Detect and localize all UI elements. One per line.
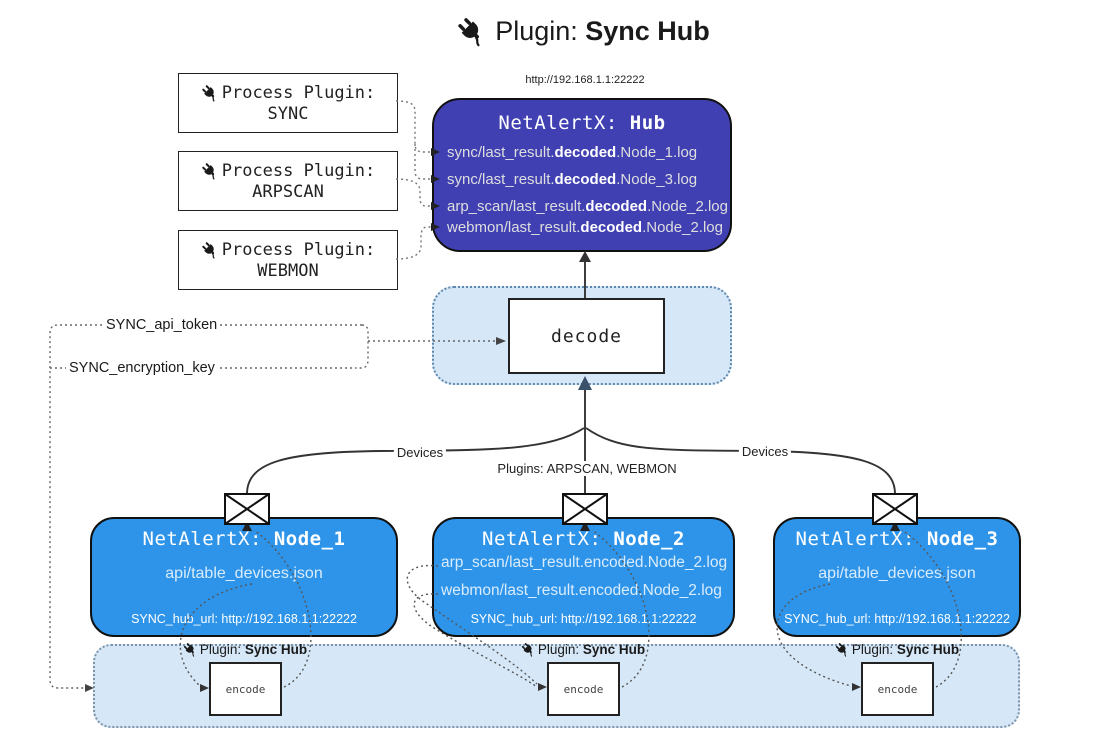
plug-icon [456, 16, 488, 47]
node-title: NetAlertX: Node_3 [795, 528, 999, 550]
process-plugin-sync: Process Plugin: SYNC [178, 73, 398, 133]
plug-icon [200, 83, 219, 102]
process-plugin-name: ARPSCAN [252, 181, 324, 202]
title-bold: Sync Hub [585, 16, 710, 46]
page-title: Plugin: Sync Hub [456, 16, 710, 47]
edge-label-devices-left: Devices [393, 445, 447, 460]
sync-encryption-key-label: SYNC_encryption_key [66, 360, 218, 376]
node-2-box: NetAlertX: Node_2 arp_scan/last_result.e… [432, 517, 735, 637]
hub-log-line: sync/last_result.decoded.Node_1.log [447, 144, 698, 161]
process-plugin-webmon: Process Plugin: WEBMON [178, 230, 398, 290]
edge-label-plugins: Plugins: ARPSCAN, WEBMON [494, 461, 680, 476]
hub-log-line: webmon/last_result.decoded.Node_2.log [447, 219, 723, 236]
plug-icon [182, 642, 198, 657]
hub-url: http://192.168.1.1:22222 [525, 74, 645, 86]
node-line: api/table_devices.json [818, 565, 976, 582]
hub-box: NetAlertX: Hub sync/last_result.decoded.… [432, 98, 732, 252]
node-line: arp_scan/last_result.encoded.Node_2.log [441, 554, 728, 571]
process-plugin-name: SYNC [267, 103, 309, 124]
node-hub-url: SYNC_hub_url: http://192.168.1.1:22222 [131, 612, 357, 626]
node-title: NetAlertX: Node_2 [482, 528, 685, 550]
node-title: NetAlertX: Node_1 [142, 528, 346, 550]
title-text: Plugin: [495, 16, 586, 46]
node-line: webmon/last_result.encoded.Node_2.log [441, 582, 722, 599]
process-plugin-arpscan: Process Plugin: ARPSCAN [178, 151, 398, 211]
plug-icon [200, 161, 219, 180]
process-plugin-label: Process Plugin: [221, 82, 376, 103]
encode-plugin-label: Plugin: Sync Hub [520, 642, 645, 657]
encode-box-node3: encode [861, 662, 934, 716]
node-1-box: NetAlertX: Node_1 api/table_devices.json… [90, 517, 398, 637]
sync-api-token-label: SYNC_api_token [103, 317, 221, 333]
encode-plugin-label: Plugin: Sync Hub [182, 642, 307, 657]
hub-log-line: arp_scan/last_result.decoded.Node_2.log [447, 198, 728, 215]
process-plugin-name: WEBMON [257, 260, 319, 281]
node-3-box: NetAlertX: Node_3 api/table_devices.json… [773, 517, 1021, 637]
hub-log-line: sync/last_result.decoded.Node_3.log [447, 171, 698, 188]
plug-icon [834, 642, 850, 657]
node-hub-url: SYNC_hub_url: http://192.168.1.1:22222 [784, 612, 1010, 626]
node-line: api/table_devices.json [165, 565, 323, 582]
encode-plugin-label: Plugin: Sync Hub [834, 642, 959, 657]
process-plugin-label: Process Plugin: [221, 160, 376, 181]
process-plugin-label: Process Plugin: [221, 239, 376, 260]
encode-box-node2: encode [547, 662, 620, 716]
edge-label-devices-right: Devices [738, 444, 792, 459]
encode-box-node1: encode [209, 662, 282, 716]
node-hub-url: SYNC_hub_url: http://192.168.1.1:22222 [470, 612, 697, 626]
hub-title: NetAlertX: Hub [498, 112, 666, 134]
token-arrowheads [85, 337, 506, 692]
plug-icon [520, 642, 536, 657]
decode-box: decode [508, 298, 665, 374]
hub-arrowhead [579, 251, 591, 262]
plug-icon [200, 240, 219, 259]
plugin-to-hub-edges [395, 100, 431, 260]
